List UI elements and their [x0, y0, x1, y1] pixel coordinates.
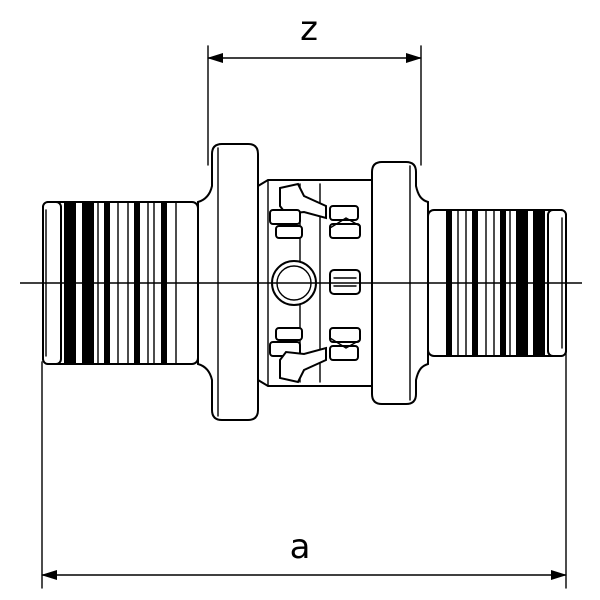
clip-bottom-right-2 — [329, 327, 361, 343]
clip-bottom-right-detail — [329, 337, 361, 349]
fitting-body — [42, 143, 567, 421]
dimension-z: z — [207, 9, 422, 166]
clip-bottom-right — [329, 345, 359, 361]
clip-bottom-left — [279, 346, 327, 384]
clip-bottom-tab-2 — [275, 327, 303, 341]
z-label: z — [300, 9, 318, 49]
left-flange — [197, 143, 259, 421]
a-label: a — [290, 527, 311, 567]
clip-top-right-2 — [329, 223, 361, 239]
left-flange-outline — [197, 143, 259, 421]
center-right-block — [329, 269, 361, 295]
clip-top-tab — [269, 209, 301, 225]
clip-top-tab-2 — [275, 225, 303, 239]
dimension-a: a — [41, 344, 567, 589]
clip-top-right — [329, 205, 359, 221]
clip-top-right-detail — [329, 217, 361, 229]
